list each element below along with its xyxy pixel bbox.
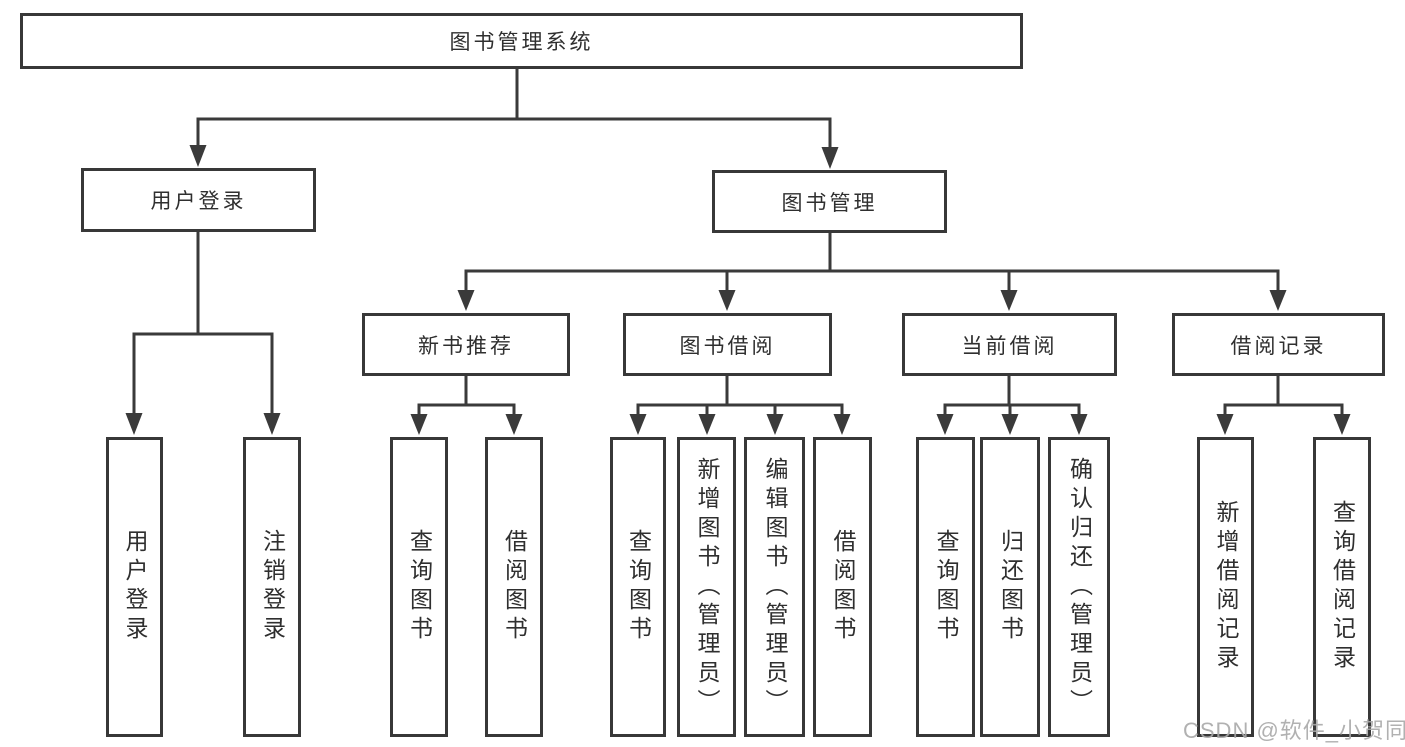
leaf-user-login-label: 用户登录 [122,529,148,645]
leaf-return-books: 归还图书 [980,437,1040,737]
leaf-recommend-borrow-books-label: 借阅图书 [501,529,528,645]
leaf-current-query-books-label: 查询图书 [933,529,959,645]
leaf-query-borrow-record: 查询借阅记录 [1313,437,1371,737]
node-new-book-recommend: 新书推荐 [362,313,570,376]
leaf-borrow-books: 借阅图书 [813,437,872,737]
leaf-recommend-query-books: 查询图书 [390,437,448,737]
leaf-add-books-admin: 新增图书（管理员） [677,437,736,737]
leaf-logout-label: 注销登录 [259,529,286,645]
leaf-recommend-borrow-books: 借阅图书 [485,437,543,737]
node-root: 图书管理系统 [20,13,1023,69]
watermark-text: CSDN @软件_小贺同学 [1183,718,1405,743]
leaf-confirm-return-admin: 确认归还（管理员） [1048,437,1110,737]
node-new-book-recommend-label: 新书推荐 [418,334,514,358]
node-book-management-label: 图书管理 [781,191,878,215]
leaf-borrow-books-label: 借阅图书 [830,529,856,645]
leaf-edit-books-admin: 编辑图书（管理员） [744,437,805,737]
leaf-add-books-admin-label: 新增图书（管理员） [694,456,720,718]
node-book-management: 图书管理 [712,170,947,233]
node-borrowing-records: 借阅记录 [1172,313,1385,376]
leaf-borrowing-query-books: 查询图书 [610,437,666,737]
leaf-query-borrow-record-label: 查询借阅记录 [1329,500,1356,674]
leaf-add-borrow-record: 新增借阅记录 [1197,437,1254,737]
leaf-borrowing-query-books-label: 查询图书 [625,529,652,645]
node-current-borrowing-label: 当前借阅 [961,334,1058,358]
leaf-logout: 注销登录 [243,437,301,737]
leaf-edit-books-admin-label: 编辑图书（管理员） [762,456,788,718]
leaf-current-query-books: 查询图书 [916,437,975,737]
leaf-add-borrow-record-label: 新增借阅记录 [1213,500,1239,674]
node-book-borrowing-label: 图书借阅 [679,334,776,358]
leaf-user-login: 用户登录 [106,437,163,737]
leaf-recommend-query-books-label: 查询图书 [406,529,433,645]
node-current-borrowing: 当前借阅 [902,313,1117,376]
node-user-login-label: 用户登录 [150,190,247,213]
node-user-login: 用户登录 [81,168,316,232]
node-borrowing-records-label: 借阅记录 [1230,334,1327,358]
leaf-confirm-return-admin-label: 确认归还（管理员） [1066,456,1093,718]
node-root-label: 图书管理系统 [449,31,594,54]
node-book-borrowing: 图书借阅 [623,313,832,376]
leaf-return-books-label: 归还图书 [997,529,1024,645]
